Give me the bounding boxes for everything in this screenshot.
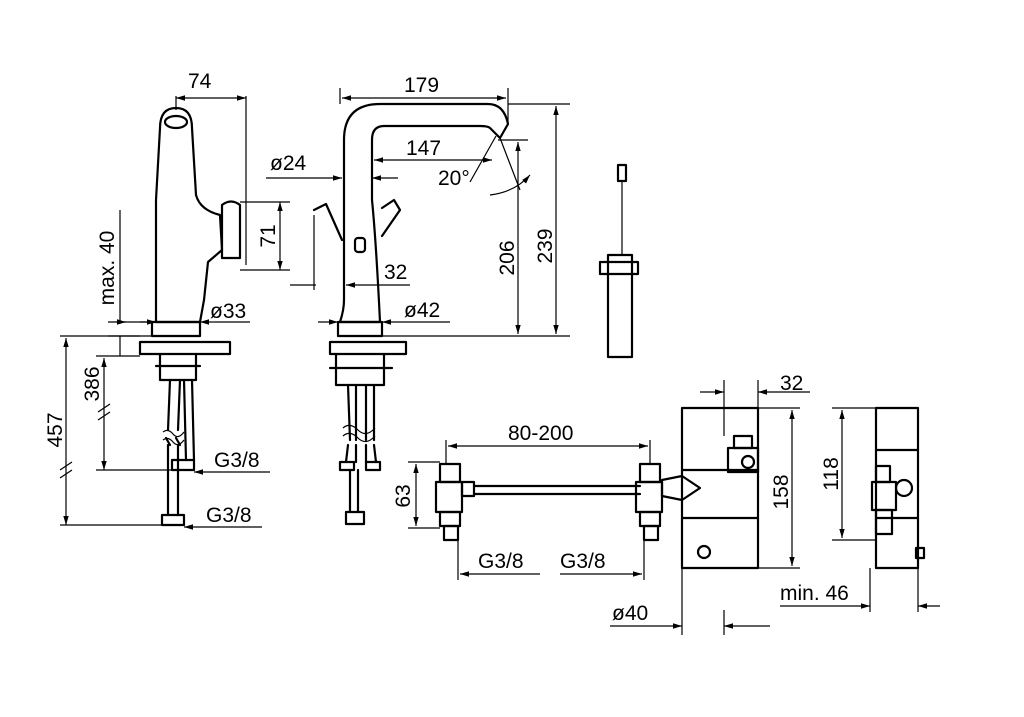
front-view-dimensions: 179 147 ø24 20° 206 239 32 ø42 [266, 74, 570, 337]
dim-side-height: 118 [820, 457, 843, 490]
dim-hose-length: 386 [81, 366, 104, 401]
dim-handle-height: 71 [257, 224, 280, 247]
dim-spout-projection: 74 [188, 70, 212, 93]
dim-box-height: 158 [770, 474, 793, 509]
thermostat-box-dimensions: 32 158 ø40 118 min. 46 [610, 372, 940, 635]
dim-total-length: 457 [44, 412, 67, 447]
mixing-valve-dimensions: 80-200 63 G3/8 G3/8 [392, 422, 651, 580]
dim-spout-reach: 179 [404, 74, 439, 97]
front-view-faucet [312, 102, 510, 526]
control-unit [598, 163, 640, 359]
dim-box-depth: 32 [780, 372, 803, 395]
thermostat-box [680, 406, 926, 570]
dim-max-thickness: max. 40 [96, 231, 119, 306]
dim-base-diameter: ø42 [404, 299, 440, 322]
dim-offset: 32 [384, 261, 407, 284]
dim-outlet-height: 206 [496, 240, 519, 275]
label-connection-left: G3/8 [478, 550, 524, 573]
mixing-valve [434, 462, 702, 542]
label-connection-right: G3/8 [560, 550, 606, 573]
dim-valve-spacing: 80-200 [508, 422, 573, 445]
label-connection-lower: G3/8 [206, 504, 252, 527]
dim-min-width: min. 46 [780, 582, 849, 605]
dim-total-height: 239 [534, 228, 557, 263]
dim-valve-height: 63 [392, 484, 415, 507]
dim-spout-inner-reach: 147 [406, 137, 441, 160]
dim-hole-diameter: ø33 [210, 300, 246, 323]
side-view-faucet [138, 106, 242, 527]
label-connection-upper: G3/8 [214, 449, 260, 472]
dim-spout-angle: 20° [438, 167, 470, 190]
dim-spout-diameter: ø24 [270, 152, 307, 175]
side-view-dimensions: 74 71 max. 40 ø33 457 386 G3/8 G3/8 [44, 70, 290, 530]
dim-box-diameter: ø40 [612, 602, 648, 625]
